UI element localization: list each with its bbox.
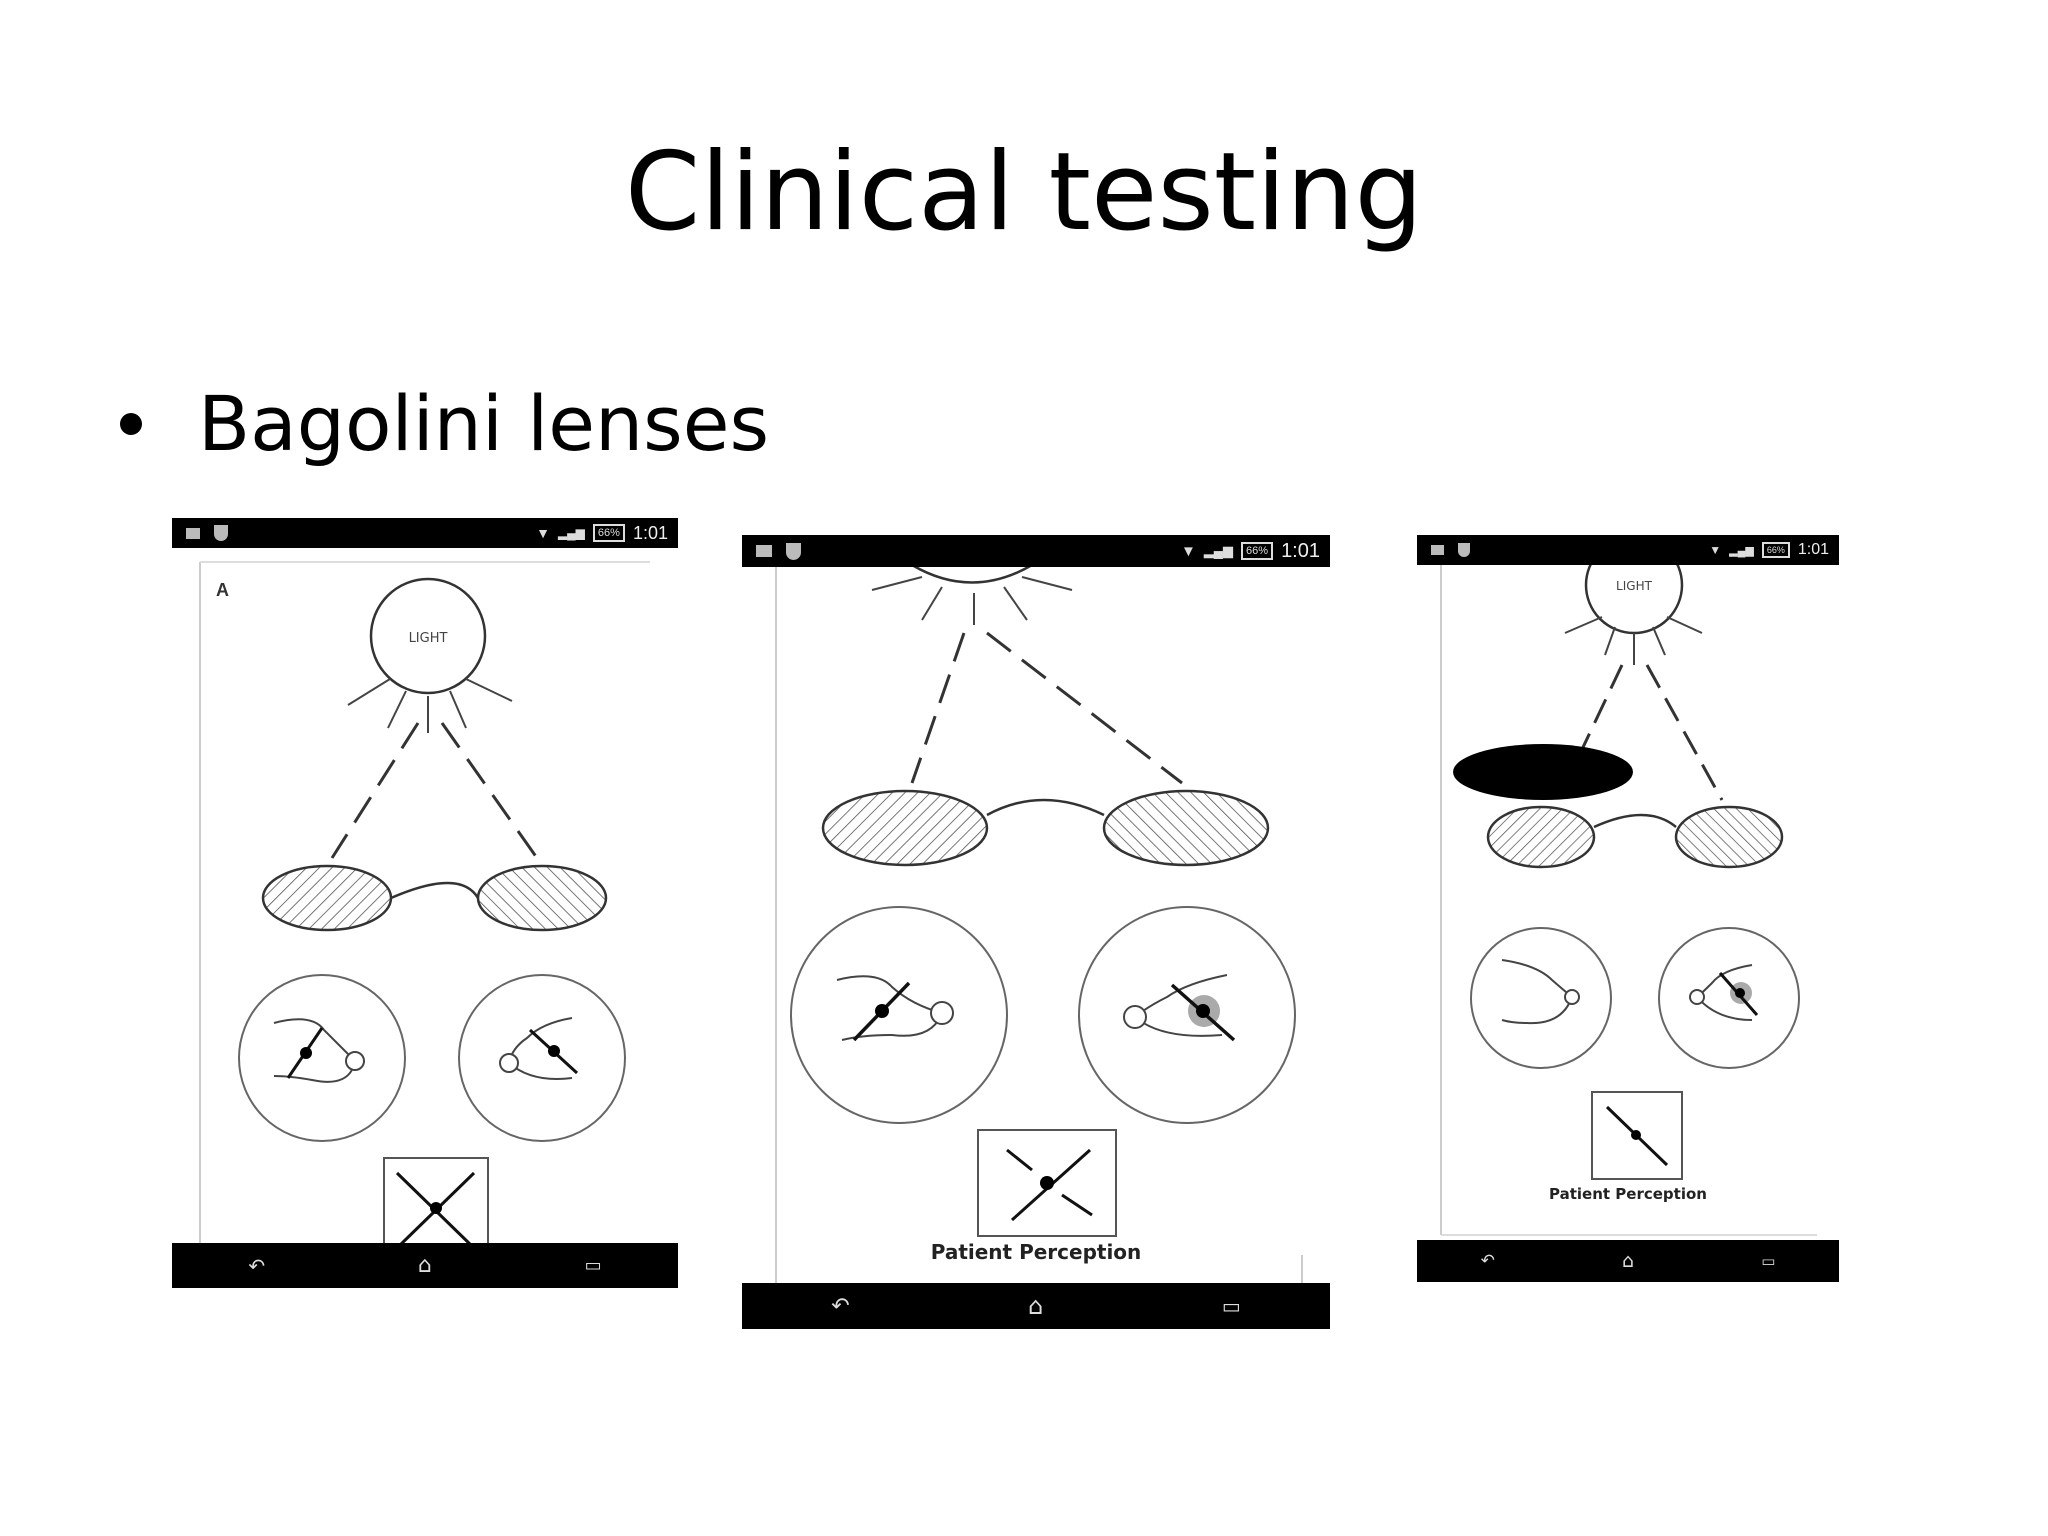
shield-icon [214,525,228,541]
left-eye-retina-icon [1078,906,1296,1124]
recent-apps-icon[interactable]: ▭ [584,1255,602,1276]
perception-cross-icon [977,1129,1117,1237]
navigation-bar: ↶ ⌂ ▭ [172,1243,678,1288]
wifi-icon: ▼ [1709,543,1722,557]
navigation-bar: ↶ ⌂ ▭ [1417,1240,1839,1282]
phone-screenshot-b: Patient Perception ▼ ▂▄▆ 66% 1:01 ↶ ⌂ ▭ [742,535,1330,1329]
bagolini-diagram-b [775,563,1303,1283]
bullet-text: Bagolini lenses [198,379,770,468]
battery-icon: 66% [1761,542,1790,558]
wifi-icon: ▼ [1180,542,1196,560]
phone-screenshot-c: LIGHT Patient Perception [1417,535,1839,1282]
light-label: LIGHT [409,631,448,646]
status-bar: ▼ ▂▄▆ 66% 1:01 [742,535,1330,567]
patient-perception-label: Patient Perception [930,1240,1142,1264]
right-eye-retina-icon [790,906,1008,1124]
home-icon[interactable]: ⌂ [417,1253,432,1278]
back-icon[interactable]: ↶ [831,1293,850,1319]
back-icon[interactable]: ↶ [1480,1251,1495,1271]
light-source-icon [347,577,513,733]
recent-apps-icon[interactable]: ▭ [1221,1294,1241,1318]
shield-icon [786,542,801,560]
battery-icon: 66% [592,524,625,542]
perception-line-icon [1591,1091,1683,1180]
bagolini-glasses-icon [821,789,1270,867]
home-icon[interactable]: ⌂ [1028,1292,1044,1320]
light-source-icon [871,563,1073,625]
recent-apps-icon[interactable]: ▭ [1761,1252,1776,1270]
status-time: 1:01 [1797,541,1829,558]
status-bar: ▼ ▂▄▆ 66% 1:01 [1417,535,1839,565]
image-notification-icon [186,527,200,539]
shield-icon [1458,543,1470,557]
bagolini-diagram-c: LIGHT [1440,535,1817,1236]
bullet-dot-icon [120,412,142,435]
home-icon[interactable]: ⌂ [1621,1250,1635,1272]
battery-icon: 66% [1241,542,1274,560]
panel-label: A [216,580,229,600]
occluder-patch [1453,744,1633,800]
status-time: 1:01 [632,522,668,543]
navigation-bar: ↶ ⌂ ▭ [742,1283,1330,1329]
status-time: 1:01 [1281,539,1320,562]
slide-title: Clinical testing [624,130,1424,255]
bullet-item: Bagolini lenses [120,378,769,469]
light-label: LIGHT [1616,579,1653,593]
perception-cross-icon [383,1157,489,1254]
image-notification-icon [1431,545,1444,555]
signal-icon: ▂▄▆ [1203,543,1234,558]
patient-perception-label: Patient Perception [1549,1185,1707,1203]
left-eye-retina-icon [1658,927,1800,1069]
signal-icon: ▂▄▆ [557,526,585,540]
wifi-icon: ▼ [536,525,550,541]
right-eye-retina-icon [238,974,406,1142]
bagolini-diagram-a: A LIGHT [199,561,650,1254]
signal-icon: ▂▄▆ [1729,544,1754,557]
status-bar: ▼ ▂▄▆ 66% 1:01 [172,518,678,548]
right-eye-retina-icon [1470,927,1612,1069]
phone-screenshot-a: A LIGHT [172,518,678,1288]
image-notification-icon [756,545,772,557]
left-eye-retina-icon [458,974,626,1142]
bagolini-glasses-icon [1486,805,1784,869]
bagolini-glasses-icon [261,864,608,932]
back-icon[interactable]: ↶ [248,1253,266,1278]
